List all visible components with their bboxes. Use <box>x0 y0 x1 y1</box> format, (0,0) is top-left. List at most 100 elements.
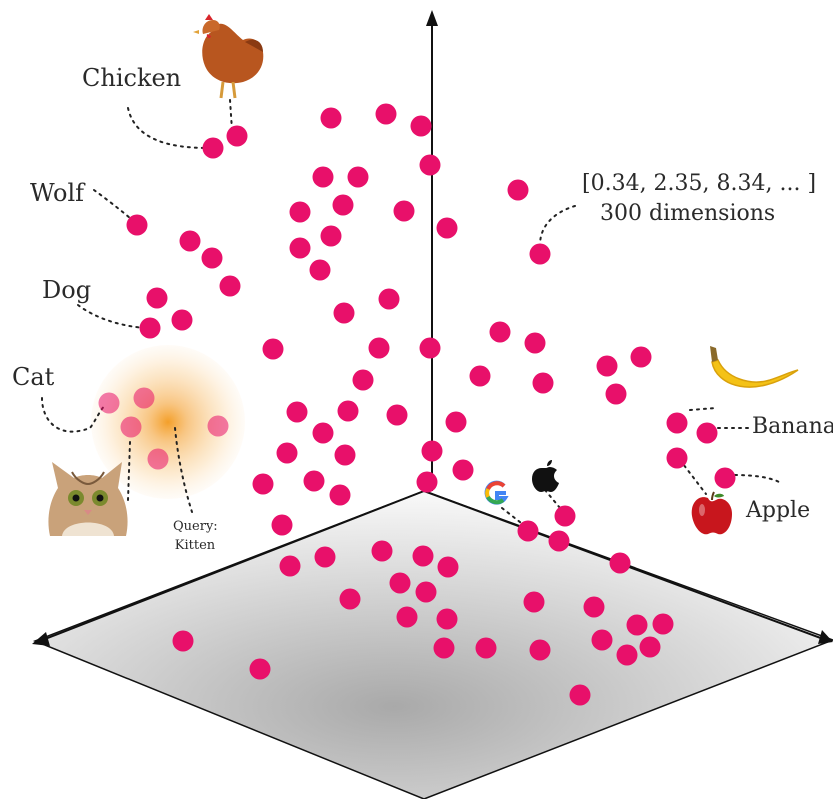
vector-leader <box>539 205 576 246</box>
z-axis-arrow <box>426 10 438 26</box>
embedding-point <box>396 606 418 628</box>
apple-image-leader <box>679 459 707 495</box>
embedding-point <box>320 107 342 129</box>
embedding-point <box>314 546 336 568</box>
embedding-point <box>289 201 311 223</box>
embedding-point <box>337 400 359 422</box>
embedding-point <box>139 317 161 339</box>
embedding-point <box>339 588 361 610</box>
embedding-point <box>289 237 311 259</box>
chicken-leader <box>127 107 209 149</box>
cat-photo-icon <box>48 462 128 536</box>
embedding-point <box>333 302 355 324</box>
embedding-point <box>605 383 627 405</box>
embedding-point <box>415 581 437 603</box>
chicken-image-leader <box>229 99 233 131</box>
embedding-point <box>329 484 351 506</box>
vector-label: [0.34, 2.35, 8.34, ... ] <box>582 171 817 196</box>
embedding-point <box>252 473 274 495</box>
embedding-point <box>616 644 638 666</box>
dog-label: Dog <box>42 276 92 304</box>
apple-logo-leader <box>544 489 561 509</box>
embedding-point <box>517 520 539 542</box>
embedding-point <box>389 572 411 594</box>
chicken-label: Chicken <box>82 64 182 92</box>
embedding-point <box>437 556 459 578</box>
apple-logo-icon <box>532 460 559 492</box>
embedding-point <box>262 338 284 360</box>
left-axis <box>39 490 425 642</box>
embedding-point <box>596 355 618 377</box>
embedding-point <box>347 166 369 188</box>
embedding-point <box>371 540 393 562</box>
embedding-point <box>696 422 718 444</box>
embedding-point <box>523 591 545 613</box>
embedding-point <box>309 259 331 281</box>
embedding-point <box>652 613 674 635</box>
embedding-point <box>626 614 648 636</box>
embedding-point <box>172 630 194 652</box>
embedding-point <box>279 555 301 577</box>
embedding-point <box>352 369 374 391</box>
embedding-point <box>714 467 736 489</box>
embedding-point <box>421 440 443 462</box>
chicken-icon <box>193 14 264 99</box>
embedding-point <box>98 392 120 414</box>
embedding-point <box>393 200 415 222</box>
embedding-point <box>489 321 511 343</box>
embedding-point <box>312 422 334 444</box>
leader-lines <box>41 99 783 527</box>
embedding-point <box>412 545 434 567</box>
embedding-point <box>529 243 551 265</box>
embedding-point <box>507 179 529 201</box>
cat-image-leader <box>127 441 131 501</box>
embedding-point <box>312 166 334 188</box>
embedding-point <box>146 287 168 309</box>
left-axis-arrow <box>32 632 50 646</box>
query-glow <box>91 345 245 499</box>
embedding-point <box>386 404 408 426</box>
embedding-point <box>201 247 223 269</box>
embedding-point <box>410 115 432 137</box>
embedding-point <box>147 448 169 470</box>
embedding-point <box>207 415 229 437</box>
embedding-point <box>179 230 201 252</box>
embedding-point <box>419 154 441 176</box>
wolf-label: Wolf <box>30 179 85 207</box>
embedding-point <box>120 416 142 438</box>
google-leader <box>501 507 526 527</box>
embedding-point <box>436 608 458 630</box>
google-logo-icon <box>484 480 509 505</box>
embedding-point <box>378 288 400 310</box>
embedding-point <box>639 636 661 658</box>
embedding-point <box>475 637 497 659</box>
embedding-point <box>591 629 613 651</box>
embedding-point <box>469 365 491 387</box>
embedding-point <box>320 225 342 247</box>
embedding-point <box>433 637 455 659</box>
query-leader <box>174 427 193 513</box>
embedding-point <box>286 401 308 423</box>
banana-top-leader <box>689 407 717 411</box>
embedding-point <box>226 125 248 147</box>
embedding-point <box>436 217 458 239</box>
query-label-line1: Query: <box>173 519 218 534</box>
embedding-point <box>133 387 155 409</box>
embedding-point <box>334 444 356 466</box>
embedding-point <box>375 103 397 125</box>
embedding-point <box>609 552 631 574</box>
wolf-leader <box>93 189 131 219</box>
embedding-point <box>524 332 546 354</box>
embedding-point <box>271 514 293 536</box>
embedding-point <box>419 337 441 359</box>
embedding-point <box>548 530 570 552</box>
embedding-point <box>666 447 688 469</box>
points-group <box>98 103 736 706</box>
embedding-point <box>452 459 474 481</box>
embedding-point <box>529 639 551 661</box>
embedding-point <box>219 275 241 297</box>
apple-fruit-icon <box>691 491 732 535</box>
dimensions-label: 300 dimensions <box>600 201 776 226</box>
query-label-line2: Kitten <box>174 538 216 553</box>
apple-label: Apple <box>746 498 811 523</box>
